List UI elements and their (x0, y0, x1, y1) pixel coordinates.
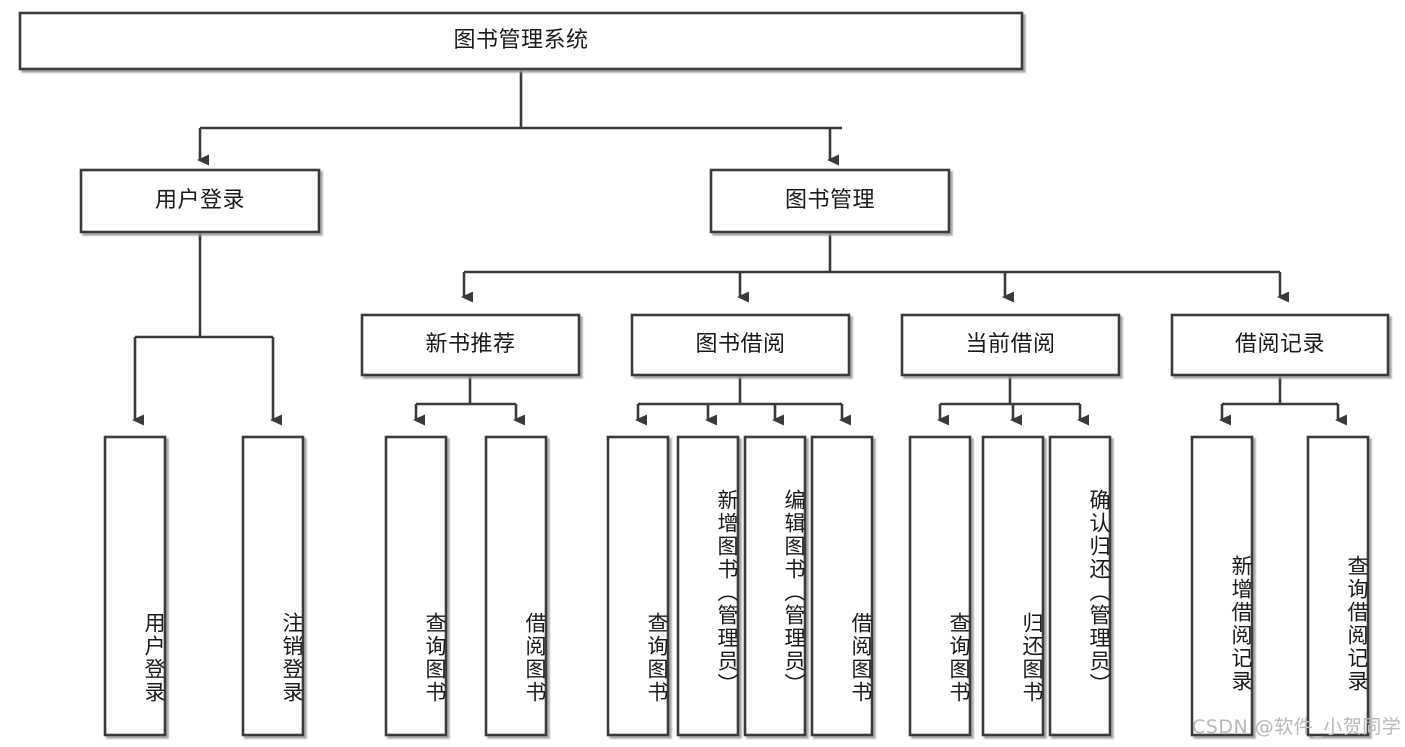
node-box-level1-1[interactable] (709, 168, 951, 234)
node-box-leaf-1[interactable] (241, 435, 305, 737)
node-box-leaf-9[interactable] (981, 435, 1045, 737)
node-box-level2-1[interactable] (630, 313, 851, 377)
connector-new-book-rec-to-leaves (413, 375, 525, 426)
node-box-leaf-7[interactable] (810, 435, 874, 737)
node-box-leaf-3[interactable] (484, 435, 548, 737)
connector-root-to-level1 (197, 69, 842, 166)
connector-book-mgmt-to-level2 (461, 232, 1289, 303)
node-box-root[interactable] (18, 11, 1024, 71)
node-box-level2-3[interactable] (1170, 313, 1390, 377)
node-box-level2-0[interactable] (360, 313, 581, 377)
csdn-watermark: CSDN @软件_小贺同学 (1192, 716, 1402, 738)
node-box-leaf-5[interactable] (676, 435, 740, 737)
connector-borrow-record-to-leaves (1219, 375, 1347, 426)
node-box-leaf-11[interactable] (1190, 435, 1254, 737)
node-box-leaf-6[interactable] (743, 435, 807, 737)
connector-user-login-to-leaves (132, 232, 282, 426)
node-box-level1-0[interactable] (79, 168, 321, 234)
node-box-leaf-12[interactable] (1306, 435, 1370, 737)
node-box-leaf-8[interactable] (908, 435, 972, 737)
node-box-leaf-2[interactable] (384, 435, 448, 737)
connector-current-borrow-to-leaves (937, 375, 1089, 426)
node-box-leaf-4[interactable] (606, 435, 670, 737)
node-box-leaf-10[interactable] (1048, 435, 1112, 737)
node-box-leaf-0[interactable] (103, 435, 167, 737)
node-box-level2-2[interactable] (900, 313, 1121, 377)
connector-book-borrow-to-leaves (635, 375, 851, 426)
